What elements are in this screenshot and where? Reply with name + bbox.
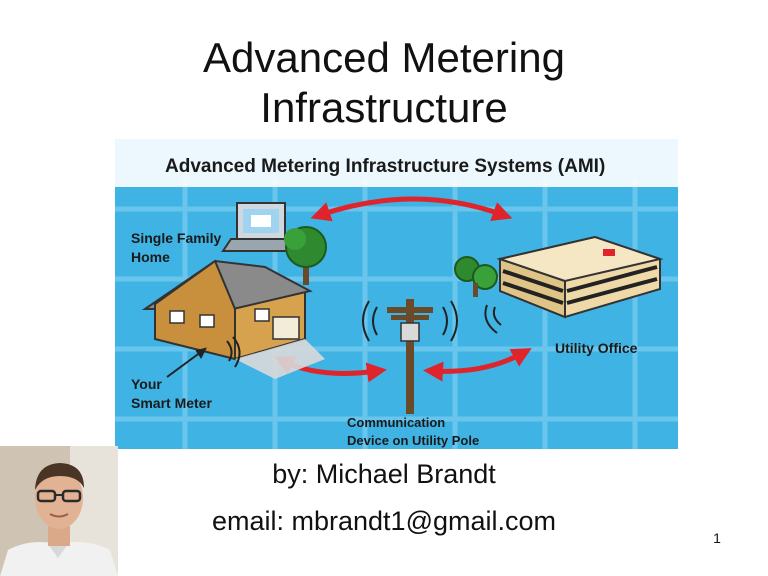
diagram-heading: Advanced Metering Infrastructure Systems… — [165, 156, 605, 177]
label-meter-line-1: Your — [131, 376, 162, 392]
ami-diagram: Advanced Metering Infrastructure Systems… — [115, 139, 678, 449]
email-line: email: mbrandt1@gmail.com — [150, 505, 618, 537]
label-home-line-1: Single Family — [131, 230, 221, 246]
label-meter-line-2: Smart Meter — [131, 395, 212, 411]
label-pole-line-1: Communication — [347, 415, 445, 430]
slide-title-line-1: Advanced Metering — [0, 34, 768, 82]
author-line: by: Michael Brandt — [150, 458, 618, 490]
label-home-line-2: Home — [131, 249, 170, 265]
label-office: Utility Office — [555, 340, 638, 356]
label-pole-line-2: Device on Utility Pole — [347, 433, 479, 448]
page-number: 1 — [705, 530, 729, 546]
person-portrait-icon — [0, 446, 118, 576]
slide-title-line-2: Infrastructure — [0, 84, 768, 132]
